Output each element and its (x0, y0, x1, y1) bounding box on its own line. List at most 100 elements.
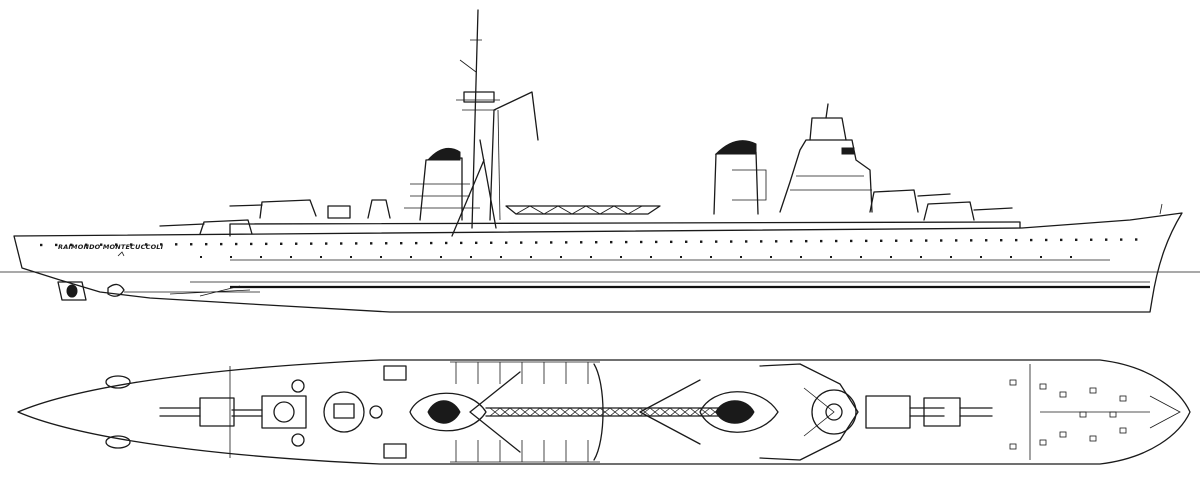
secondary-mount-port-1 (383, 365, 407, 381)
truss-member (489, 407, 501, 417)
truss-member (589, 407, 601, 417)
porthole (40, 243, 43, 247)
deck-fitting (1089, 387, 1097, 394)
porthole (100, 243, 103, 246)
propeller-shaft (124, 285, 260, 297)
fore-director-ring (811, 389, 857, 435)
porthole (620, 256, 622, 258)
porthole (295, 242, 298, 245)
porthole (1060, 238, 1063, 242)
porthole (805, 239, 808, 243)
porthole (1090, 238, 1093, 241)
aft-turret-b (231, 395, 307, 429)
deck-fitting (1039, 439, 1047, 446)
porthole (655, 240, 658, 244)
porthole (385, 242, 388, 245)
porthole (1120, 238, 1123, 241)
superstructure-base (229, 221, 1021, 237)
porthole (250, 242, 253, 246)
porthole (980, 256, 982, 258)
porthole (470, 256, 472, 258)
side-profile-view: RAIMONDO MONTECUCCOLI (0, 9, 1200, 313)
truss-member (679, 407, 691, 417)
porthole (790, 240, 793, 243)
fore-funnel-uptake (715, 400, 755, 424)
porthole (865, 239, 868, 243)
plan-view (17, 359, 1191, 465)
porthole (445, 241, 448, 245)
porthole (160, 243, 163, 246)
truss-member (569, 407, 581, 417)
fore-turret-lower-guns (973, 207, 1013, 211)
tripod-mast-leg (471, 9, 479, 229)
porthole (800, 256, 802, 258)
tripod-legs-plan (469, 371, 521, 453)
porthole (880, 239, 883, 242)
porthole (970, 239, 973, 242)
hull-name-label: RAIMONDO MONTECUCCOLI (58, 243, 164, 251)
aft-gun-mount-starboard (291, 433, 305, 447)
porthole-row (40, 238, 1138, 258)
rangefinder (841, 147, 855, 155)
aft-turret-lower-guns (159, 223, 205, 227)
fore-turret-upper-guns (917, 193, 951, 197)
porthole (200, 256, 202, 258)
fire-control-top (809, 117, 847, 141)
deck-fitting (1009, 379, 1017, 386)
porthole (400, 242, 403, 245)
porthole (850, 239, 853, 243)
porthole (280, 242, 283, 245)
truss-member (619, 407, 631, 417)
porthole (920, 256, 922, 258)
boat-deck-frames (455, 362, 589, 462)
catapult-plan-truss (489, 407, 721, 417)
porthole (685, 240, 688, 243)
aircraft-crane (489, 91, 539, 221)
catapult-truss (515, 205, 643, 215)
porthole (235, 242, 238, 246)
propeller (107, 283, 125, 297)
rudder (57, 281, 87, 301)
porthole (55, 243, 58, 247)
porthole (715, 240, 718, 243)
aft-turret-a (159, 397, 235, 427)
tripod-mast-struts (451, 139, 497, 237)
stern-davit-starboard (105, 435, 131, 449)
porthole (700, 240, 703, 243)
hull-outline (13, 212, 1183, 313)
porthole (740, 256, 742, 258)
porthole (520, 241, 523, 244)
porthole (950, 256, 952, 258)
porthole (760, 240, 763, 243)
aft-funnel-cap (426, 147, 461, 161)
porthole (940, 239, 943, 242)
porthole (430, 241, 433, 245)
bow-chock (1149, 395, 1181, 429)
fore-turret-upper (869, 189, 919, 213)
porthole (440, 256, 442, 258)
porthole (130, 243, 133, 246)
porthole (85, 243, 88, 246)
porthole (835, 239, 838, 243)
porthole (610, 240, 613, 244)
fore-director-center (825, 403, 843, 421)
porthole (415, 241, 418, 245)
aft-director-base (333, 403, 355, 419)
porthole (1135, 238, 1138, 241)
aft-director (327, 205, 351, 219)
porthole (890, 256, 892, 258)
porthole (1040, 256, 1042, 258)
porthole (560, 256, 562, 258)
porthole (460, 241, 463, 245)
porthole (115, 243, 118, 246)
porthole (1010, 256, 1012, 258)
truss-member (649, 407, 661, 417)
porthole (820, 239, 823, 243)
porthole (625, 240, 628, 244)
mast-yards (456, 39, 500, 111)
porthole (860, 256, 862, 258)
foremast-pole (825, 103, 829, 119)
secondary-mount-starboard-1 (383, 443, 407, 459)
catapult (505, 205, 661, 215)
porthole (830, 256, 832, 258)
